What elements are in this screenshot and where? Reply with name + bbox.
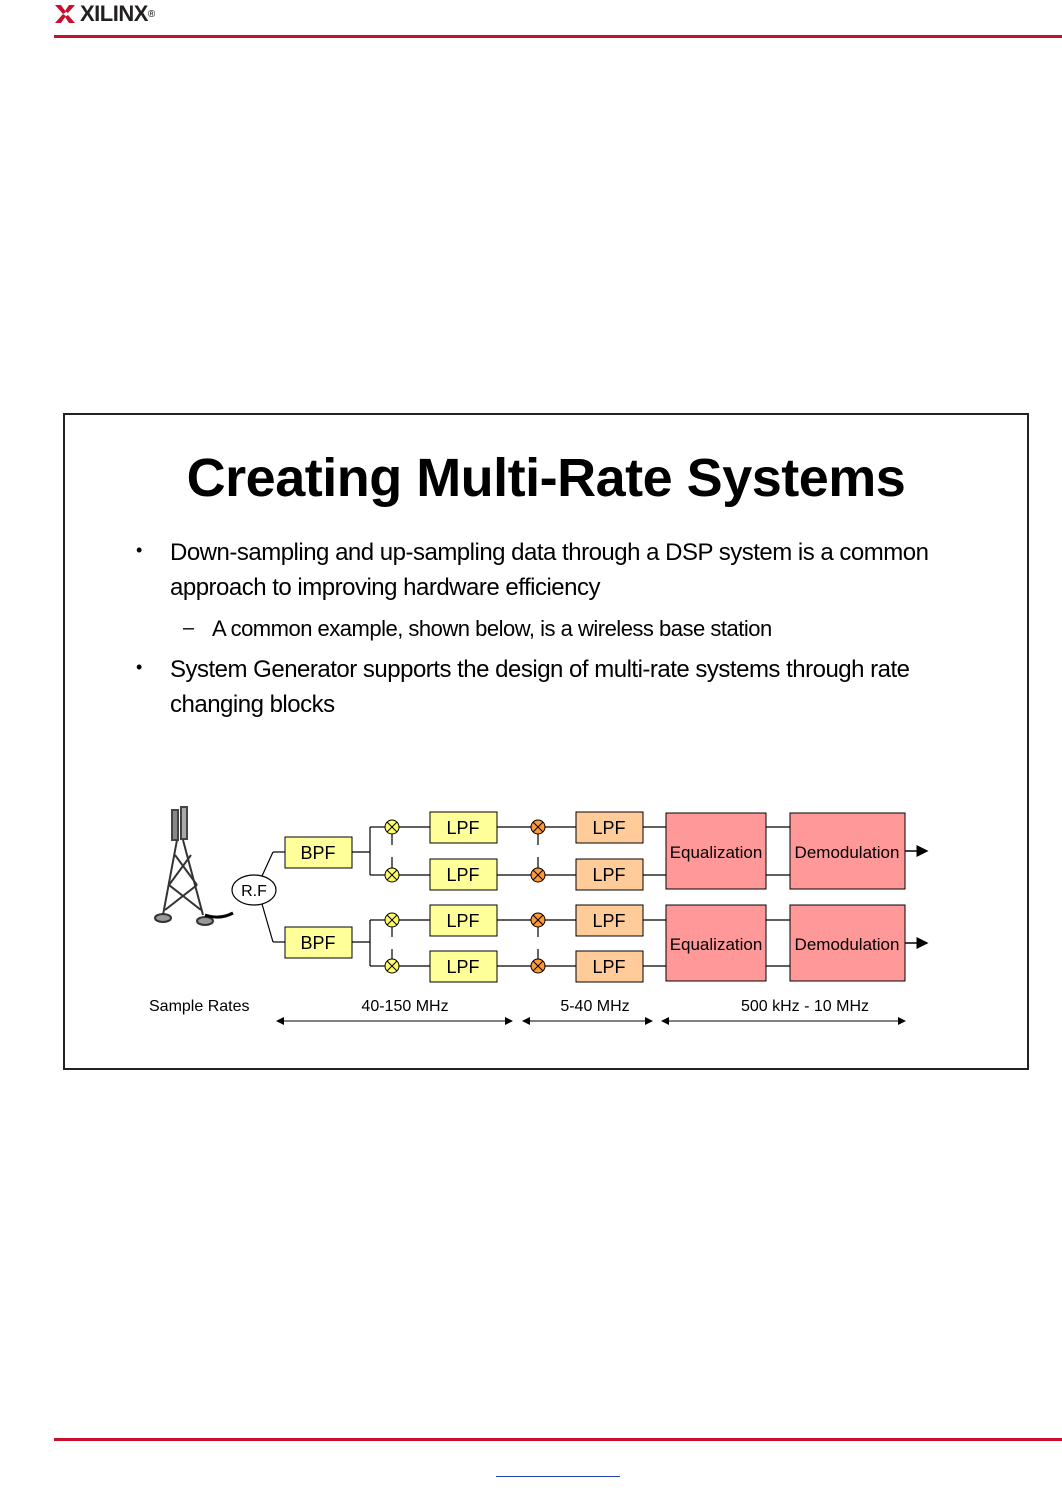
- lpf-label: LPF: [446, 818, 479, 838]
- slide-title: Creating Multi-Rate Systems: [186, 448, 906, 508]
- rate-label-1: 40-150 MHz: [361, 998, 448, 1015]
- base-station-diagram: R.F BPF BPF: [149, 806, 929, 1025]
- demodulation-block: [789, 904, 906, 982]
- logo-text: XILINX: [80, 1, 148, 26]
- lpf-block: [575, 904, 644, 937]
- footer-link[interactable]: [496, 1458, 620, 1477]
- lpf-block: [429, 858, 498, 891]
- bullet-1: • Down-sampling and up-sampling data thr…: [136, 535, 930, 605]
- lpf-label: LPF: [446, 957, 479, 977]
- xilinx-x-icon: [55, 5, 75, 23]
- lpf-block: [429, 950, 498, 983]
- bpf-block: [284, 926, 353, 959]
- bpf-label: BPF: [300, 843, 335, 863]
- demodulation-label: Demodulation: [795, 935, 900, 954]
- demodulation-block: [789, 812, 906, 890]
- bullet-text: A common example, shown below, is a wire…: [212, 616, 772, 641]
- lpf-label: LPF: [446, 911, 479, 931]
- bullet-mark: •: [136, 540, 142, 560]
- lpf-block: [429, 811, 498, 844]
- bullet-3: • System Generator supports the design o…: [136, 652, 970, 722]
- bpf-block: [284, 836, 353, 869]
- lpf-label: LPF: [592, 818, 625, 838]
- footer-rule: [54, 1438, 1062, 1441]
- equalization-block: [665, 812, 767, 890]
- cell-tower-icon: [154, 806, 234, 926]
- bullet-mark: •: [136, 657, 142, 677]
- rf-label: R.F: [241, 883, 267, 900]
- sample-rates-label: Sample Rates: [149, 998, 250, 1015]
- xilinx-logo: XILINX®: [54, 1, 155, 26]
- slide-figure: Creating Multi-Rate Systems • Down-sampl…: [63, 413, 1029, 1070]
- lpf-label: LPF: [592, 865, 625, 885]
- page-header: XILINX®: [0, 0, 1062, 40]
- bullet-2: – A common example, shown below, is a wi…: [183, 611, 912, 646]
- demodulation-label: Demodulation: [795, 843, 900, 862]
- equalization-label: Equalization: [670, 843, 763, 862]
- bullet-mark: –: [183, 617, 194, 639]
- bpf-label: BPF: [300, 933, 335, 953]
- multiplier-icon: [530, 819, 546, 974]
- lpf-block: [429, 904, 498, 937]
- equalization-label: Equalization: [670, 935, 763, 954]
- rf-node: [231, 874, 277, 906]
- lpf-block: [575, 811, 644, 844]
- lpf-label: LPF: [592, 911, 625, 931]
- equalization-block: [665, 904, 767, 982]
- lpf-block: [575, 858, 644, 891]
- header-rule: [54, 35, 1062, 38]
- bullet-text: System Generator supports the design of …: [170, 656, 910, 718]
- lpf-block: [575, 950, 644, 983]
- lpf-label: LPF: [592, 957, 625, 977]
- bullet-text: Down-sampling and up-sampling data throu…: [170, 539, 929, 601]
- multiplier-icon: [384, 819, 400, 974]
- rate-label-2: 5-40 MHz: [560, 998, 629, 1015]
- lpf-label: LPF: [446, 865, 479, 885]
- rate-label-3: 500 kHz - 10 MHz: [741, 998, 869, 1015]
